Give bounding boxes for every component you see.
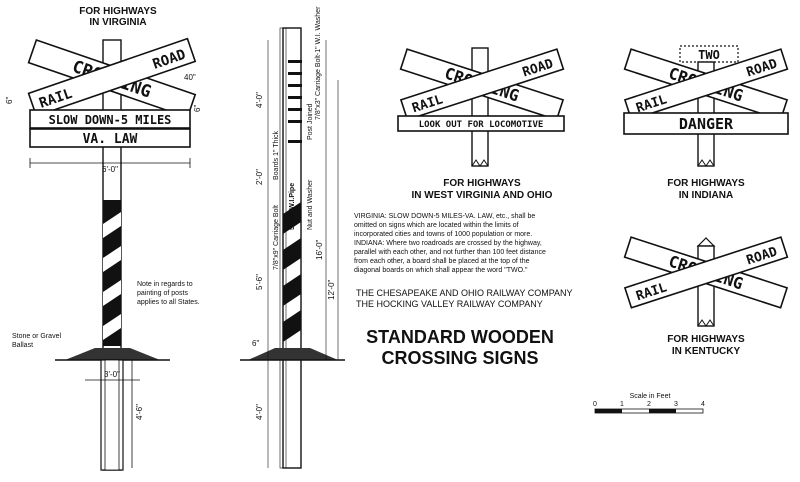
virginia-6in-right: 6" — [193, 105, 202, 112]
scale-bar: Scale in Feet 0 1 2 3 4 — [593, 393, 705, 414]
virginia-depth-dim: 4'-6" — [135, 404, 144, 420]
virginia-ballast — [65, 348, 160, 360]
scale-tick-0: 0 — [593, 401, 597, 408]
virginia-slow-text: SLOW DOWN-5 MILES — [49, 113, 172, 127]
side-post-stripes — [283, 202, 301, 342]
virginia-crossbuck: CROSSING RAIL ROAD — [27, 37, 197, 119]
scale-tick-3: 3 — [674, 401, 678, 408]
indiana-top-text: TWO — [698, 48, 720, 62]
virginia-heading-line2: IN VIRGINIA — [89, 17, 146, 28]
side-label-bolt-washer: 7/8"x3" Carriage Bolt-1" W.I. Washer — [315, 6, 322, 120]
side-label-bolt-9: 7/8"x9" Carriage Bolt — [273, 205, 280, 270]
title-line2: CROSSING SIGNS — [381, 348, 538, 368]
virginia-angle-dim: 40" — [184, 73, 196, 82]
notes-block: VIRGINIA: SLOW DOWN-5 MILES-VA. LAW, etc… — [354, 213, 573, 368]
side-dim-2ft: 2'-0" — [255, 169, 264, 185]
side-label-joined: Post Joined — [307, 103, 314, 140]
virginia-note-line3: incorporated cities and towns of 1000 po… — [354, 231, 532, 238]
painting-note-line3: applies to all States. — [137, 299, 200, 306]
side-bolts — [288, 60, 302, 143]
painting-note-line1: Note in regards to — [137, 281, 193, 288]
virginia-width-dim: 6'-0" — [102, 165, 118, 174]
virginia-note-line1: VIRGINIA: SLOW DOWN-5 MILES-VA. LAW, etc… — [354, 213, 535, 220]
indiana-caption-line2: IN INDIANA — [679, 190, 733, 201]
company-line2: THE HOCKING VALLEY RAILWAY COMPANY — [356, 299, 543, 309]
scale-tick-2: 2 — [647, 401, 651, 408]
side-dim-5ft6: 5'-6" — [255, 274, 264, 290]
painting-note-line2: painting of posts — [137, 290, 188, 297]
virginia-law-text: VA. LAW — [83, 132, 138, 147]
side-elevation: 4'-0" 2'-0" 5'-6" 6" 4'-0" 16'-0" 12'-0"… — [240, 6, 345, 469]
indiana-danger-board — [623, 112, 789, 135]
title-line1: STANDARD WOODEN — [366, 327, 554, 347]
virginia-note-line2: omitted on signs which are located withi… — [354, 222, 519, 229]
indiana-note-line1: INDIANA: Where two roadroads are crossed… — [354, 240, 542, 247]
indiana-note-line2: parallel with each other, and not furthe… — [354, 249, 546, 256]
virginia-post-stripes — [103, 200, 121, 346]
kentucky-caption-line2: IN KENTUCKY — [672, 346, 741, 357]
kentucky-crossbuck: CROSSING RAIL ROAD — [623, 236, 789, 309]
scale-tick-1: 1 — [620, 401, 624, 408]
indiana-caption-line1: FOR HIGHWAYS — [667, 178, 745, 189]
indiana-crossbuck: CROSSING RAIL ROAD — [623, 48, 789, 121]
company-line1: THE CHESAPEAKE AND OHIO RAILWAY COMPANY — [356, 288, 573, 298]
side-dim-16ft: 16'-0" — [315, 239, 324, 260]
side-label-boards: Boards 1" Thick — [273, 130, 280, 180]
ballast-note-line2: Ballast — [12, 342, 33, 349]
wv-ohio-caption-line1: FOR HIGHWAYS — [443, 178, 521, 189]
scale-label: Scale in Feet — [630, 393, 671, 400]
side-label-nut: Nut and Washer — [307, 179, 314, 230]
kentucky-caption-line1: FOR HIGHWAYS — [667, 334, 745, 345]
wv-ohio-board-text: LOOK OUT FOR LOCOMOTIVE — [419, 120, 544, 130]
indiana-sign: TWO CROSSING RAIL ROAD DANGER FOR HIGHWA… — [623, 45, 789, 201]
side-dim-6in: 6" — [252, 339, 259, 348]
wv-ohio-caption-line2: IN WEST VIRGINIA AND OHIO — [412, 190, 553, 201]
side-dim-4ft: 4'-0" — [255, 92, 264, 108]
virginia-6in-left: 6" — [5, 97, 14, 104]
wv-ohio-board — [397, 115, 565, 132]
indiana-note-line3: from each other, a board shall be placed… — [354, 258, 530, 265]
side-dim-12ft: 12'-0" — [327, 279, 336, 300]
wv-ohio-post — [471, 47, 489, 167]
kentucky-sign: CROSSING RAIL ROAD FOR HIGHWAYS IN KENTU… — [623, 236, 789, 357]
virginia-law-board — [29, 128, 191, 148]
ballast-note-line1: Stone or Gravel — [12, 333, 61, 340]
virginia-sign: FOR HIGHWAYS IN VIRGINIA CROSSING — [5, 6, 202, 471]
virginia-base-dim: 3'-0" — [104, 370, 120, 379]
indiana-top-board — [679, 45, 739, 63]
scale-tick-4: 4 — [701, 401, 705, 408]
side-dim-4ft-b: 4'-0" — [255, 404, 264, 420]
indiana-danger-text: DANGER — [679, 115, 734, 133]
indiana-note-line4: diagonal boards on which shall appear th… — [354, 267, 528, 274]
wv-ohio-sign: CROSSING RAIL ROAD LOOK OUT FOR LOCOMOTI… — [397, 47, 565, 201]
virginia-slow-board — [29, 109, 191, 129]
side-label-pipe: 5"x6" W.I.Pipe — [289, 183, 296, 230]
virginia-heading-line1: FOR HIGHWAYS — [79, 6, 157, 17]
side-ballast — [248, 348, 338, 360]
